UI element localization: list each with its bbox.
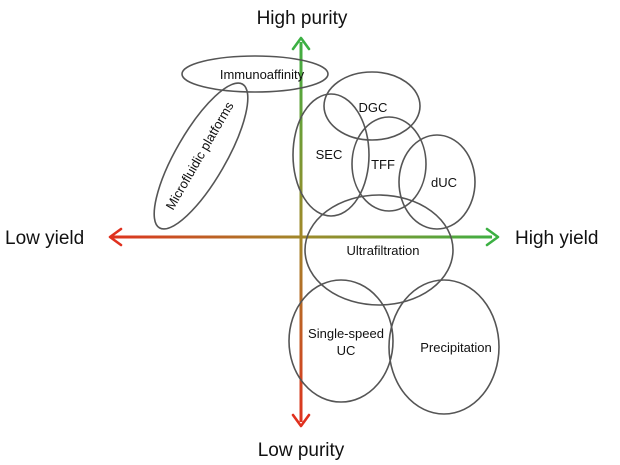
axis-label-high-yield: High yield: [515, 228, 598, 249]
axis-label-high-purity: High purity: [257, 8, 348, 29]
ellipse-sec: [292, 93, 370, 217]
ellipse-ultrafiltration: [304, 194, 454, 306]
label-single-speed-uc-line2: UC: [337, 343, 356, 358]
axes: [108, 36, 500, 428]
method-regions: [153, 55, 500, 415]
label-sec: SEC: [316, 147, 343, 162]
y-axis-top-arrowhead: [291, 36, 311, 51]
x-axis-right-arrowhead: [485, 227, 500, 247]
ellipse-microfluidic-platforms: [153, 82, 249, 230]
label-precipitation: Precipitation: [420, 340, 492, 355]
label-dgc: DGC: [359, 100, 388, 115]
y-axis-line: [299, 42, 303, 422]
ellipse-dgc: [323, 71, 421, 141]
label-immunoaffinity: Immunoaffinity: [220, 67, 305, 82]
x-axis-left-arrowhead: [108, 227, 123, 247]
axis-label-low-purity: Low purity: [258, 440, 345, 461]
ellipse-immunoaffinity: [181, 55, 329, 93]
ellipse-single-speed-uc: [288, 279, 394, 403]
axis-label-low-yield: Low yield: [5, 228, 84, 249]
label-microfluidic-platforms: Microfluidic platforms: [163, 99, 237, 213]
y-axis-bottom-arrowhead: [291, 413, 311, 428]
label-tff: TFF: [371, 157, 395, 172]
label-duc: dUC: [431, 175, 457, 190]
label-ultrafiltration: Ultrafiltration: [347, 243, 420, 258]
ellipse-tff: [351, 116, 427, 212]
label-single-speed-uc-line1: Single-speed: [308, 326, 384, 341]
ellipse-precipitation: [388, 279, 500, 415]
method-labels: Immunoaffinity Microfluidic platforms DG…: [163, 67, 492, 358]
ellipse-duc: [398, 134, 476, 230]
